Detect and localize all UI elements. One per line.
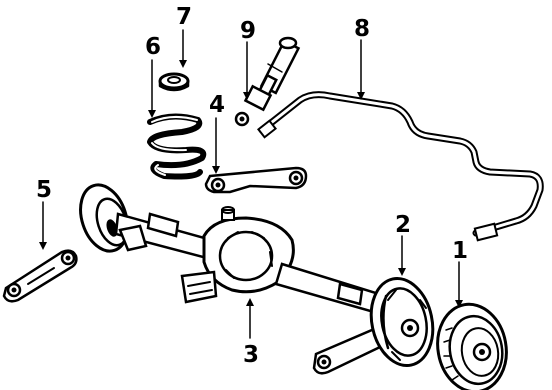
callout-6: 6 xyxy=(145,34,161,60)
callout-1: 1 xyxy=(452,238,468,264)
callout-2: 2 xyxy=(395,212,411,238)
stabilizer-bar xyxy=(257,91,544,242)
callout-4: 4 xyxy=(209,92,225,118)
rear-axle-housing xyxy=(79,183,394,318)
lower-control-arm xyxy=(2,249,78,303)
coil-spring xyxy=(147,113,207,180)
brake-backing-plate xyxy=(369,277,435,367)
upper-control-arm xyxy=(204,166,308,194)
callout-9: 9 xyxy=(240,18,256,44)
callout-labels: 1 2 3 4 5 6 7 8 9 xyxy=(36,4,468,368)
callout-7: 7 xyxy=(176,4,192,30)
callout-8: 8 xyxy=(354,16,370,42)
spring-insulator xyxy=(158,72,190,92)
callout-5: 5 xyxy=(36,177,52,203)
brake-drum xyxy=(436,302,508,390)
callout-3: 3 xyxy=(243,342,259,368)
leader-lines xyxy=(39,29,463,339)
shock-absorber xyxy=(234,36,301,127)
